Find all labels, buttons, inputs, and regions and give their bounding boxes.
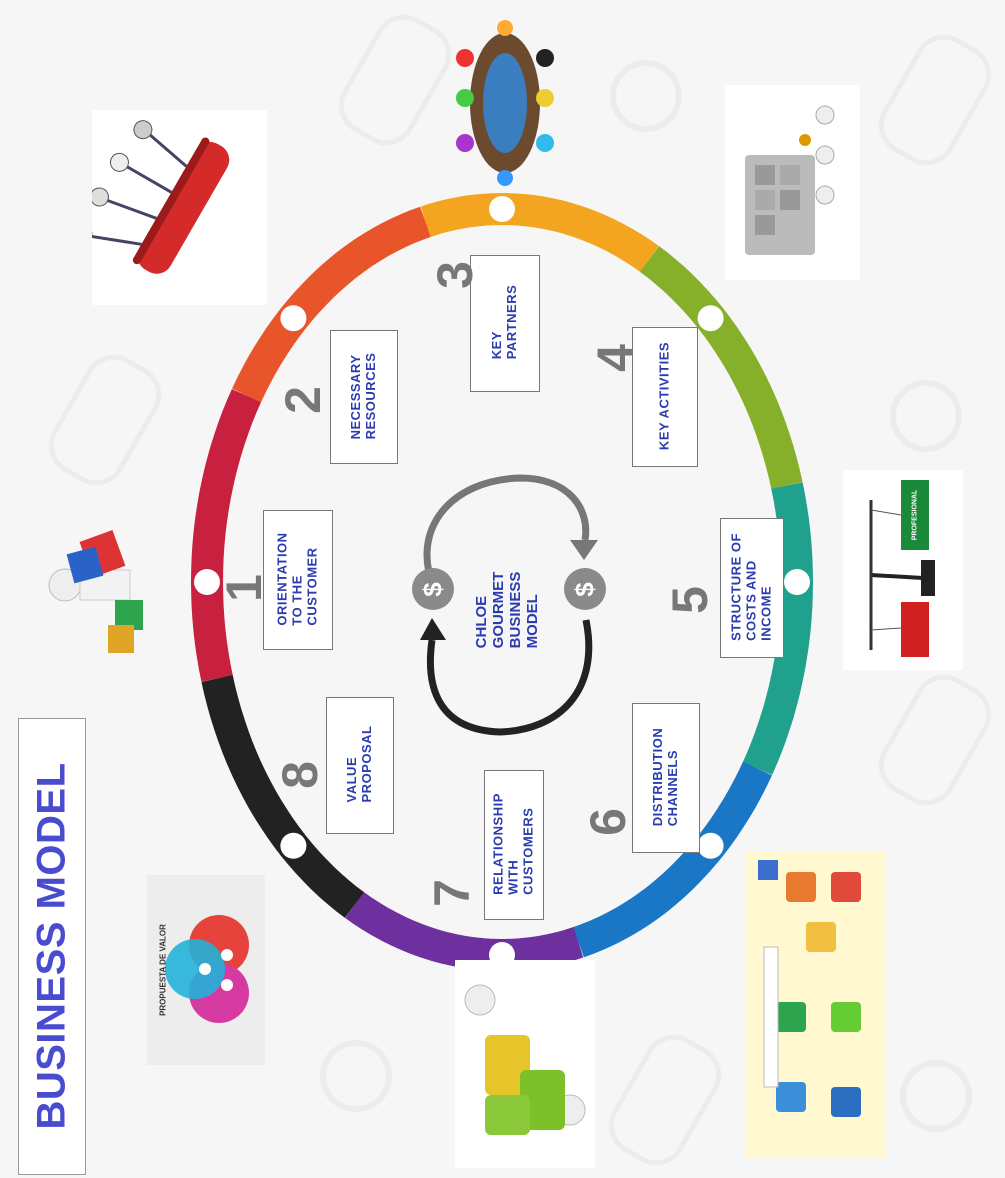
ring-node [784, 569, 810, 595]
ring-segment [201, 675, 365, 918]
step-label-1: ORIENTATION TO THE CUSTOMER [274, 532, 320, 626]
customer-image [40, 505, 150, 660]
title-box [18, 718, 86, 1175]
ring-segments [190, 192, 814, 972]
ring-segment [572, 761, 772, 958]
step-number-1: 1 [216, 574, 272, 602]
ring-node [697, 832, 724, 859]
step-label-3: KEY PARTNERS [489, 284, 519, 360]
relationship-image [455, 960, 595, 1168]
watermark-shape [900, 1060, 972, 1132]
ring-segment [420, 192, 659, 273]
activities-image [725, 85, 860, 280]
step-label-4: KEY ACTIVITIES [656, 341, 672, 451]
step-box-1 [263, 510, 333, 650]
ring-node [194, 569, 220, 595]
step-label-6: DISTRIBUTION CHANNELS [650, 727, 680, 827]
step-number-4: 4 [587, 344, 643, 372]
watermark-shape [610, 60, 682, 132]
watermark-shape [320, 1040, 392, 1112]
dollar-icon: $ [412, 568, 454, 610]
cycle-arrow-lower [426, 619, 593, 736]
cycle-arrow-upper [423, 474, 590, 590]
ring-segment [190, 389, 262, 682]
value-proposal-image: PROPUESTA DE VALOR [147, 875, 265, 1065]
cycle-arrows-icon [420, 474, 598, 736]
step-box-7 [484, 770, 544, 920]
dollar-icon: $ [564, 568, 606, 610]
step-box-3 [470, 255, 540, 392]
step-label-8: VALUE PROPOSAL [344, 725, 374, 803]
step-number-3: 3 [427, 261, 483, 289]
step-number-2: 2 [275, 386, 331, 414]
ring-node [280, 305, 307, 332]
ring-node [697, 305, 724, 332]
partners-image [450, 18, 560, 188]
step-label-5: STRUCTURE OF COSTS AND INCOME [728, 533, 774, 641]
step-number-5: 5 [662, 586, 718, 614]
ring-segment [639, 246, 803, 489]
scale-badge: PROFESIONAL [911, 489, 919, 541]
scale-image: PROFESIONAL [843, 470, 963, 670]
step-label-2: NECESSARY RESOURCES [348, 352, 378, 440]
ring-segment [232, 206, 432, 403]
ring-segment [742, 482, 814, 775]
channels-image [746, 852, 886, 1158]
step-box-2 [330, 330, 398, 464]
value-proposal-caption: PROPUESTA DE VALOR [158, 924, 168, 1016]
step-box-8 [326, 697, 394, 834]
center-label: CHLOE GOURMET BUSINESS MODEL [473, 571, 541, 649]
step-box-4 [632, 327, 698, 467]
step-number-8: 8 [272, 761, 328, 789]
ring-node [280, 832, 307, 859]
ring-node [489, 196, 515, 222]
watermark-shape [890, 380, 962, 452]
cycle-arrowhead [570, 540, 598, 560]
step-label-7: RELATIONSHIP WITH CUSTOMERS [490, 793, 536, 895]
step-number-7: 7 [424, 879, 480, 907]
ring-segment [345, 891, 584, 972]
step-box-6 [632, 703, 700, 853]
step-box-5 [720, 518, 784, 658]
resources-image [73, 110, 267, 305]
step-number-6: 6 [580, 808, 636, 836]
cycle-arrowhead [420, 618, 446, 640]
